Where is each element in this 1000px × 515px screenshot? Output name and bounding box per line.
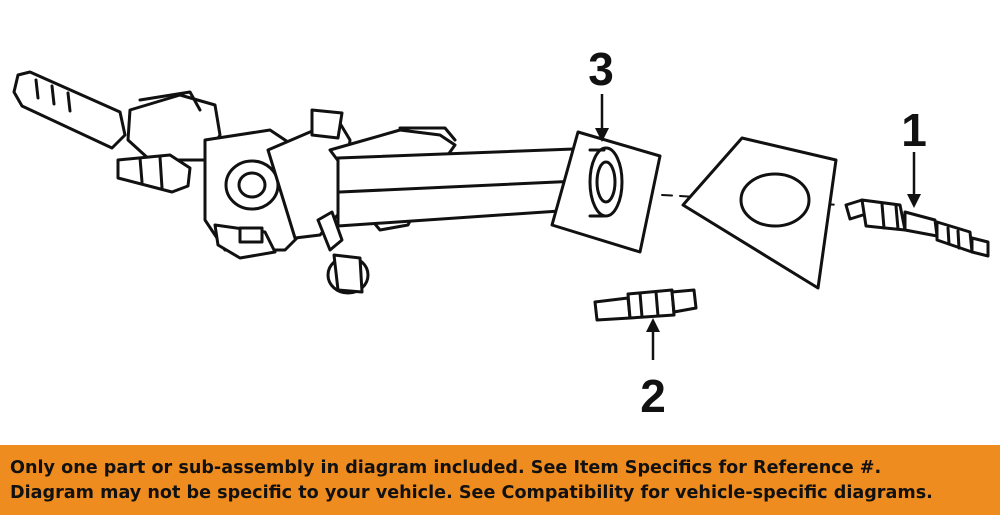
disclaimer-line-2: Diagram may not be specific to your vehi… [10, 483, 933, 503]
callout-2: 2 [640, 370, 666, 422]
part-1-bolt [844, 198, 990, 258]
column-cover-plate [681, 136, 838, 290]
callout-3: 3 [588, 43, 614, 95]
steering-column-assembly [12, 70, 606, 295]
disclaimer-banner: Only one part or sub-assembly in diagram… [0, 445, 1000, 515]
steering-column-diagram: 1 2 3 [12, 43, 990, 422]
part-2-bolt [593, 288, 698, 322]
callout-1: 1 [901, 104, 927, 156]
disclaimer-line-1: Only one part or sub-assembly in diagram… [10, 458, 882, 478]
leader-arrows [595, 94, 921, 360]
part-3-bearing-plate [550, 130, 662, 254]
